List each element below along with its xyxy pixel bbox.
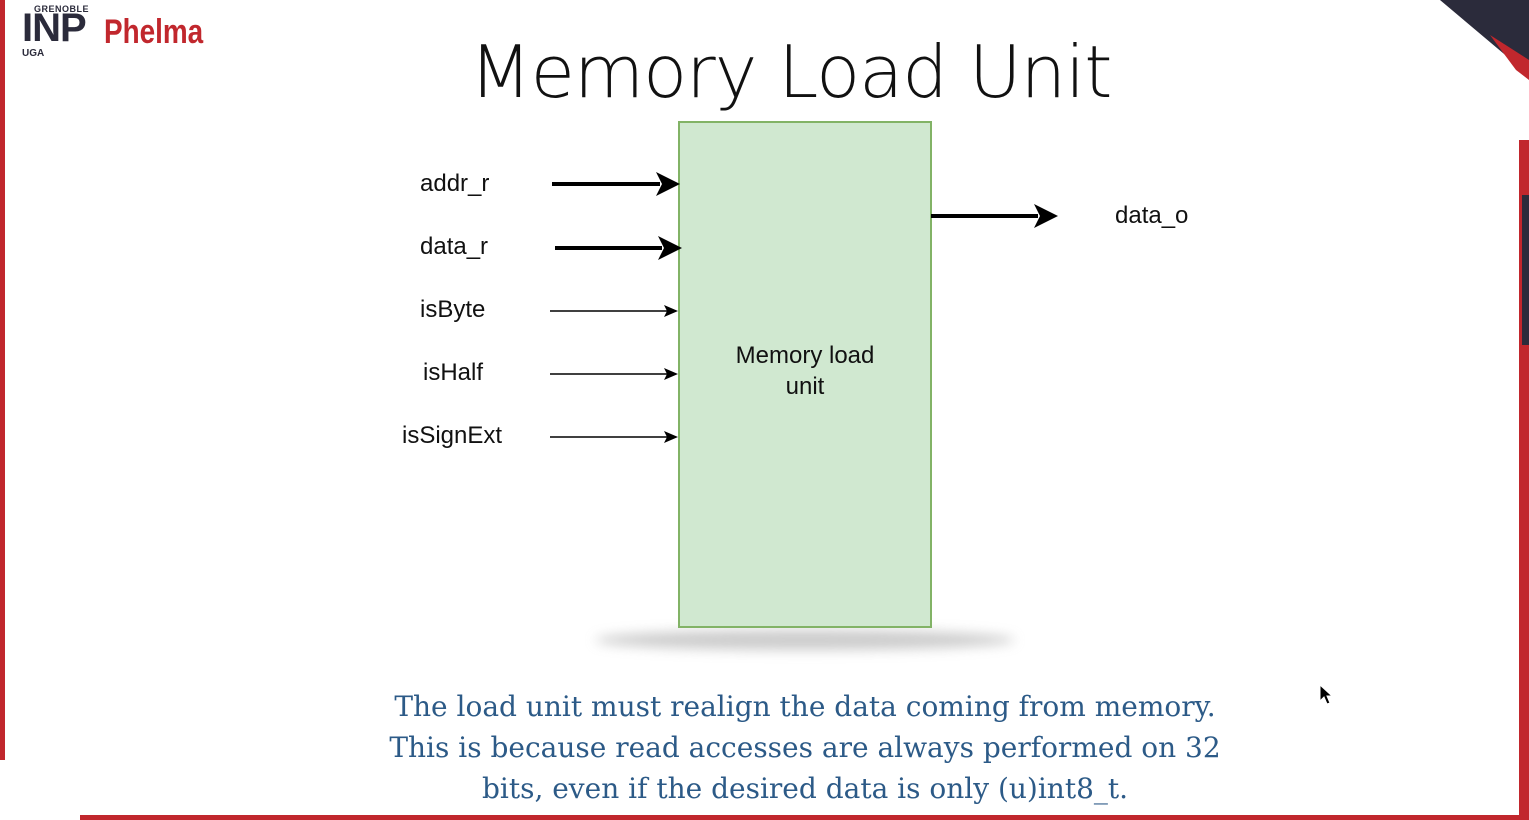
block-shadow bbox=[595, 630, 1015, 650]
mouse-pointer-icon bbox=[1319, 684, 1333, 705]
top-right-red-corner bbox=[1490, 35, 1529, 80]
slide-title: Memory Load Unit bbox=[469, 30, 1113, 114]
input-label-isHalf: isHalf bbox=[423, 359, 484, 386]
institution-logo: GRENOBLE INP Phelma UGA bbox=[20, 2, 204, 62]
input-label-addr_r: addr_r bbox=[420, 170, 490, 197]
right-red-edge bbox=[1519, 140, 1529, 820]
input-arrow-isSignExt bbox=[550, 431, 678, 443]
logo-top-text: GRENOBLE bbox=[34, 4, 90, 14]
memory-load-unit-block bbox=[678, 121, 932, 628]
slide-caption: The load unit must realign the data comi… bbox=[330, 686, 1280, 809]
input-arrow-isHalf bbox=[550, 368, 678, 380]
block-label-line1: Memory load bbox=[735, 342, 875, 369]
bottom-red-edge bbox=[80, 815, 1529, 820]
input-label-data_r: data_r bbox=[420, 233, 489, 260]
caption-line1: The load unit must realign the data comi… bbox=[394, 690, 1216, 723]
input-arrow-data_r bbox=[555, 236, 682, 260]
input-arrow-isByte bbox=[550, 305, 678, 317]
caption-line2: This is because read accesses are always… bbox=[389, 731, 1221, 764]
block-label: Memory load unit bbox=[680, 340, 930, 402]
logo-sub-text: UGA bbox=[22, 48, 45, 59]
logo-main-text: INP bbox=[22, 6, 87, 50]
input-label-isSignExt: isSignExt bbox=[402, 422, 503, 449]
right-navy-edge bbox=[1522, 195, 1529, 345]
left-red-edge bbox=[0, 0, 5, 760]
input-label-isByte: isByte bbox=[420, 296, 486, 323]
logo-brand-text: Phelma bbox=[104, 13, 204, 51]
caption-line3: bits, even if the desired data is only (… bbox=[481, 772, 1129, 805]
output-label-data_o: data_o bbox=[1115, 202, 1189, 229]
block-label-line2: unit bbox=[785, 373, 825, 400]
output-arrow-data_o bbox=[931, 204, 1058, 228]
input-arrow-addr_r bbox=[552, 172, 680, 196]
